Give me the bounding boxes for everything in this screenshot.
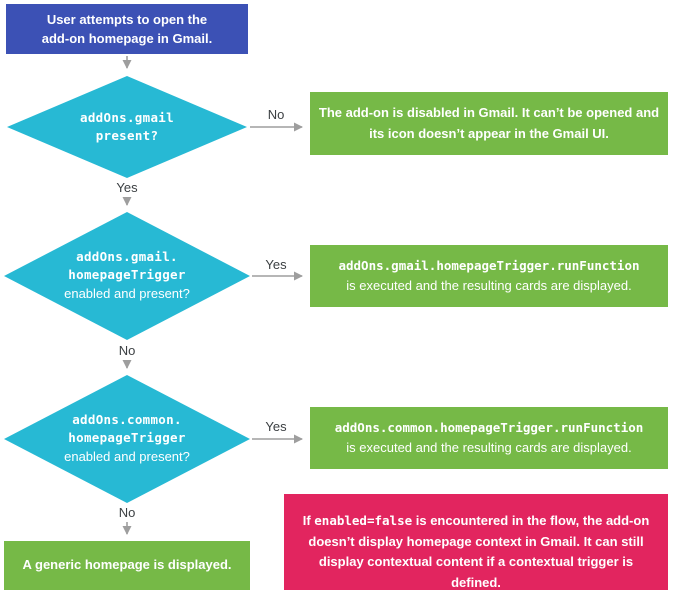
note-code-enabled-false: enabled=false [314, 512, 413, 528]
decision-common-homepage-trigger: addOns.common. homepageTrigger enabled a… [4, 375, 250, 503]
decision2-code-line2: homepageTrigger [68, 267, 186, 283]
decision3-plain-line: enabled and present? [64, 449, 190, 465]
decision2-plain-line: enabled and present? [64, 286, 190, 302]
start-node-text: User attempts to open the add-on homepag… [41, 11, 213, 47]
result-common-trigger-runs: addOns.common.homepageTrigger.runFunctio… [310, 407, 668, 469]
note-enabled-false-text: If enabled=false is encountered in the f… [297, 490, 655, 594]
result-addon-disabled: The add-on is disabled in Gmail. It can’… [310, 92, 668, 155]
decision1-code-line2: present? [95, 128, 159, 143]
decision3-code-line2: homepageTrigger [68, 430, 186, 446]
edge-label-decision3-yes: Yes [265, 419, 287, 434]
note-text-after: is encountered in the flow, the add-on d… [308, 512, 650, 591]
edge-label-decision2-no: No [113, 343, 141, 360]
start-node: User attempts to open the add-on homepag… [6, 4, 248, 54]
result-common-trigger-code: addOns.common.homepageTrigger.runFunctio… [334, 420, 644, 436]
decision-addons-gmail-present: addOns.gmail present? [7, 76, 247, 178]
result-addon-disabled-text: The add-on is disabled in Gmail. It can’… [318, 105, 660, 141]
decision-gmail-homepage-trigger: addOns.gmail. homepageTrigger enabled an… [4, 212, 250, 340]
edge-label-decision1-yes: Yes [111, 180, 143, 197]
edge-label-decision2-yes: Yes [265, 257, 287, 272]
result-generic-homepage-text: A generic homepage is displayed. [22, 557, 232, 573]
result-gmail-trigger-text: is executed and the resulting cards are … [346, 277, 632, 293]
note-enabled-false: If enabled=false is encountered in the f… [284, 494, 668, 590]
decision3-code-line1: addOns.common. [72, 411, 182, 427]
result-generic-homepage: A generic homepage is displayed. [4, 541, 250, 590]
decision2-code-line1: addOns.gmail. [76, 248, 178, 264]
result-gmail-trigger-code: addOns.gmail.homepageTrigger.runFunction [338, 258, 640, 274]
result-gmail-trigger-runs: addOns.gmail.homepageTrigger.runFunction… [310, 245, 668, 307]
decision1-code-line1: addOns.gmail [80, 109, 174, 125]
note-text-before: If [302, 512, 315, 528]
result-common-trigger-text: is executed and the resulting cards are … [346, 439, 632, 455]
edge-label-decision3-no: No [113, 505, 141, 522]
edge-label-decision1-no: No [267, 107, 285, 122]
